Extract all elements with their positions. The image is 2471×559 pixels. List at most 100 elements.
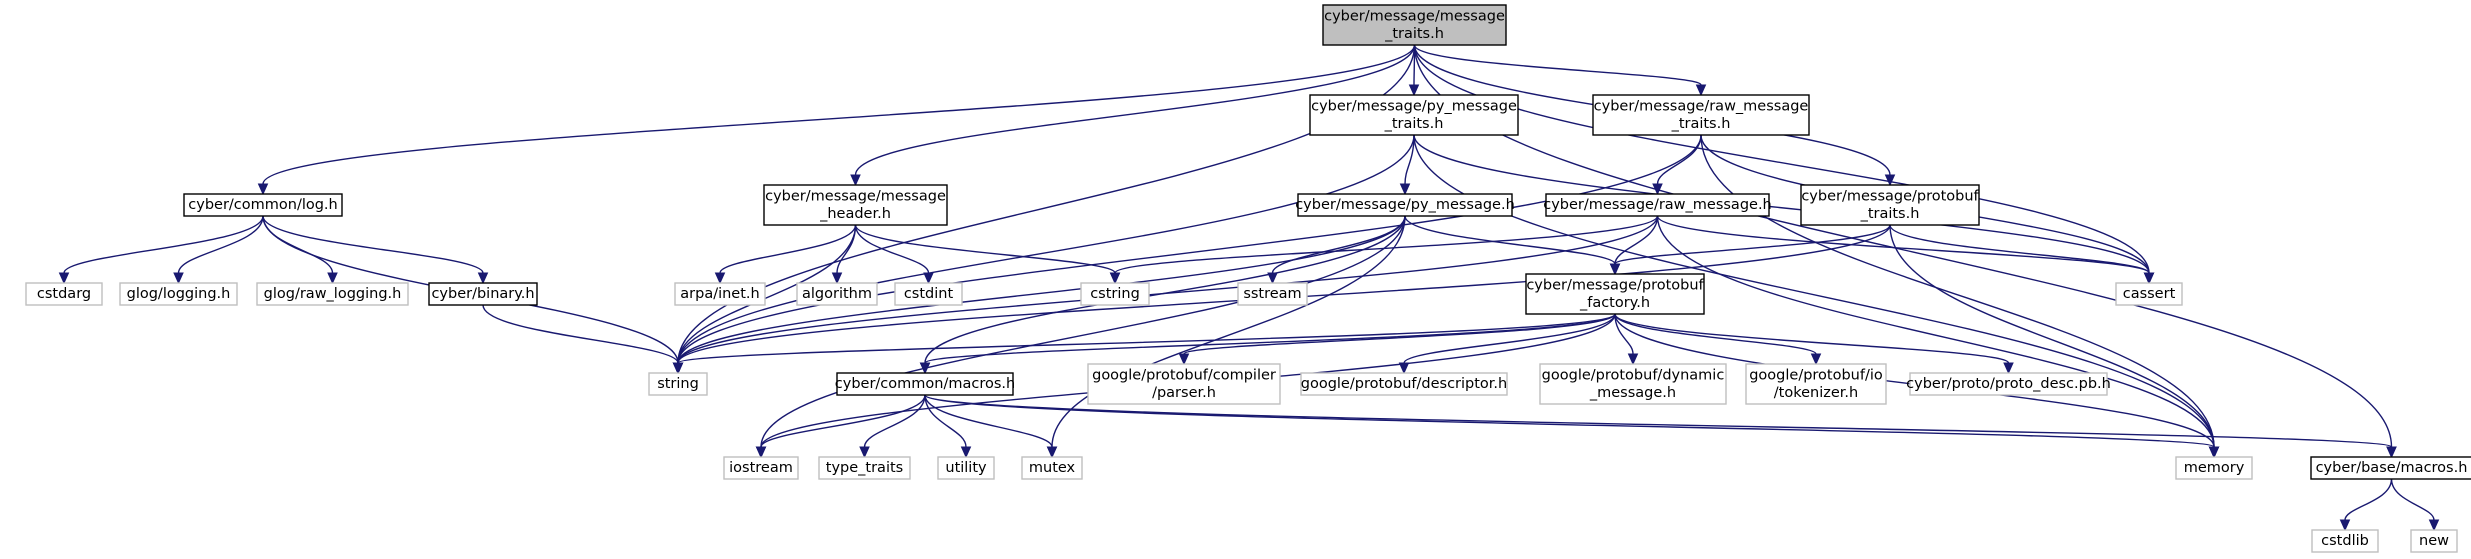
edge-line [760, 394, 926, 448]
node-common-macros[interactable]: cyber/common/macros.h [835, 372, 1015, 396]
edge-line [1614, 313, 2010, 364]
node-cstdlib: cstdlib [2311, 529, 2379, 553]
node-label: cyber/message/py_message [1311, 98, 1517, 114]
edge-common_macros-to-type_traits [859, 394, 926, 459]
edge-line [1271, 215, 1406, 274]
node-box [1909, 372, 2108, 396]
node-cstring: cstring [1080, 282, 1150, 306]
node-label: iostream [729, 460, 793, 476]
edge-line [836, 224, 857, 274]
edge-line [63, 215, 264, 274]
node-algorithm: algorithm [796, 282, 878, 306]
edge-line [677, 215, 1406, 364]
node-message-header[interactable]: cyber/message/message _header.h [763, 184, 948, 226]
node-pb-io-tokenizer: google/protobuf/io/tokenizer.h [1745, 363, 1887, 405]
edge-common_macros-to-mutex [924, 394, 1058, 459]
edge-line [677, 134, 1702, 364]
node-label: cyber/proto/proto_desc.pb.h [1906, 376, 2111, 392]
node-pb-dynamic-message: google/protobuf/dynamic_message.h [1539, 363, 1727, 405]
node-label: arpa/inet.h [680, 286, 759, 302]
node-protobuf-factory[interactable]: cyber/message/protobuf_factory.h [1525, 273, 1705, 315]
node-label: cyber/message/message [765, 188, 946, 204]
node-box [1297, 193, 1513, 217]
edge-line [1413, 134, 2150, 274]
edge-protobuf_traits-to-protobuf_factory [1609, 224, 1891, 276]
edge-line [177, 215, 264, 274]
node-label: _factory.h [1579, 295, 1650, 311]
edge-protobuf_traits-to-cassert [1889, 224, 2155, 285]
edge-line [1413, 44, 1702, 86]
edge-line [677, 224, 857, 364]
node-label: cassert [2123, 286, 2176, 302]
node-box [937, 456, 995, 480]
node-label: /tokenizer.h [1774, 385, 1858, 401]
edge-line [1700, 134, 2215, 448]
node-label: cstdint [904, 286, 954, 302]
node-common-log[interactable]: cyber/common/log.h [183, 193, 343, 217]
arrowhead [1810, 353, 1822, 366]
node-raw-message[interactable]: cyber/message/raw_message.h [1543, 193, 1772, 217]
node-box [1300, 372, 1508, 396]
node-box [763, 184, 948, 226]
edge-line [924, 394, 2393, 448]
edge-line [1614, 313, 1817, 355]
node-box [1087, 363, 1281, 405]
node-label: _header.h [819, 206, 891, 222]
node-label: glog/logging.h [127, 286, 231, 302]
node-box [894, 282, 963, 306]
node-box [1021, 456, 1083, 480]
arrowhead [919, 362, 931, 375]
node-raw-message-traits[interactable]: cyber/message/raw_message_traits.h [1592, 94, 1810, 136]
node-base-macros[interactable]: cyber/base/macros.h [2310, 456, 2471, 480]
edge-message_traits-to-raw_message_traits [1413, 44, 1707, 97]
node-box [1745, 363, 1887, 405]
edge-line [262, 215, 484, 274]
edge-line [1614, 313, 1634, 355]
edge-message_header-to-arpa_inet [714, 224, 857, 285]
edge-py_message-to-mutex [1046, 215, 1406, 459]
edge-line [677, 134, 1415, 364]
arrowhead [1627, 353, 1639, 366]
node-label: google/protobuf/compiler [1092, 367, 1276, 383]
node-box [1545, 193, 1770, 217]
edge-common_log-to-cstdarg [58, 215, 264, 285]
edge-protobuf_factory-to-pb_io_tokenizer [1614, 313, 1822, 366]
edge-common_log-to-binary [262, 215, 489, 285]
edge-line [1656, 215, 2215, 448]
node-pb-descriptor: google/protobuf/descriptor.h [1300, 372, 1508, 396]
node-box [1309, 94, 1519, 136]
node-mutex: mutex [1021, 456, 1083, 480]
edge-protobuf_factory-to-pb_compiler_parser [1178, 313, 1616, 366]
arrowhead [755, 446, 767, 459]
edge-line [1114, 215, 1659, 274]
node-box [428, 282, 538, 306]
node-label: type_traits [826, 460, 903, 476]
edge-message_traits-to-cassert [1413, 44, 2155, 285]
node-cstdarg: cstdarg [25, 282, 103, 306]
arrowhead [1408, 84, 1420, 97]
node-box [2410, 529, 2458, 553]
edge-raw_message-to-cstring [1109, 215, 1659, 285]
arrowhead [327, 272, 338, 285]
node-protobuf-traits[interactable]: cyber/message/protobuf_traits.h [1800, 184, 1980, 226]
node-message-traits[interactable]: cyber/message/message_traits.h [1322, 4, 1507, 46]
node-label: cyber/base/macros.h [2316, 460, 2468, 476]
node-label: mutex [1029, 460, 1076, 476]
edge-protobuf_factory-to-proto_desc [1614, 313, 2014, 375]
node-py-message[interactable]: cyber/message/py_message.h [1295, 193, 1515, 217]
node-binary[interactable]: cyber/binary.h [428, 282, 538, 306]
node-box [796, 282, 878, 306]
node-pb-compiler-parser: google/protobuf/compiler/parser.h [1087, 363, 1281, 405]
edge-line [1614, 224, 1891, 265]
node-py-message-traits[interactable]: cyber/message/py_message _traits.h [1309, 94, 1519, 136]
node-arpa-inet: arpa/inet.h [674, 282, 766, 306]
node-box [2310, 456, 2471, 480]
edge-line [677, 313, 1616, 364]
node-string: string [648, 372, 708, 396]
arrowhead [960, 446, 972, 459]
node-label: cstdarg [37, 286, 91, 302]
node-label: _traits.h [1384, 116, 1444, 132]
node-label: _message.h [1589, 385, 1676, 401]
arrowhead [58, 272, 70, 285]
edge-py_message_traits-to-cassert [1413, 134, 2155, 285]
